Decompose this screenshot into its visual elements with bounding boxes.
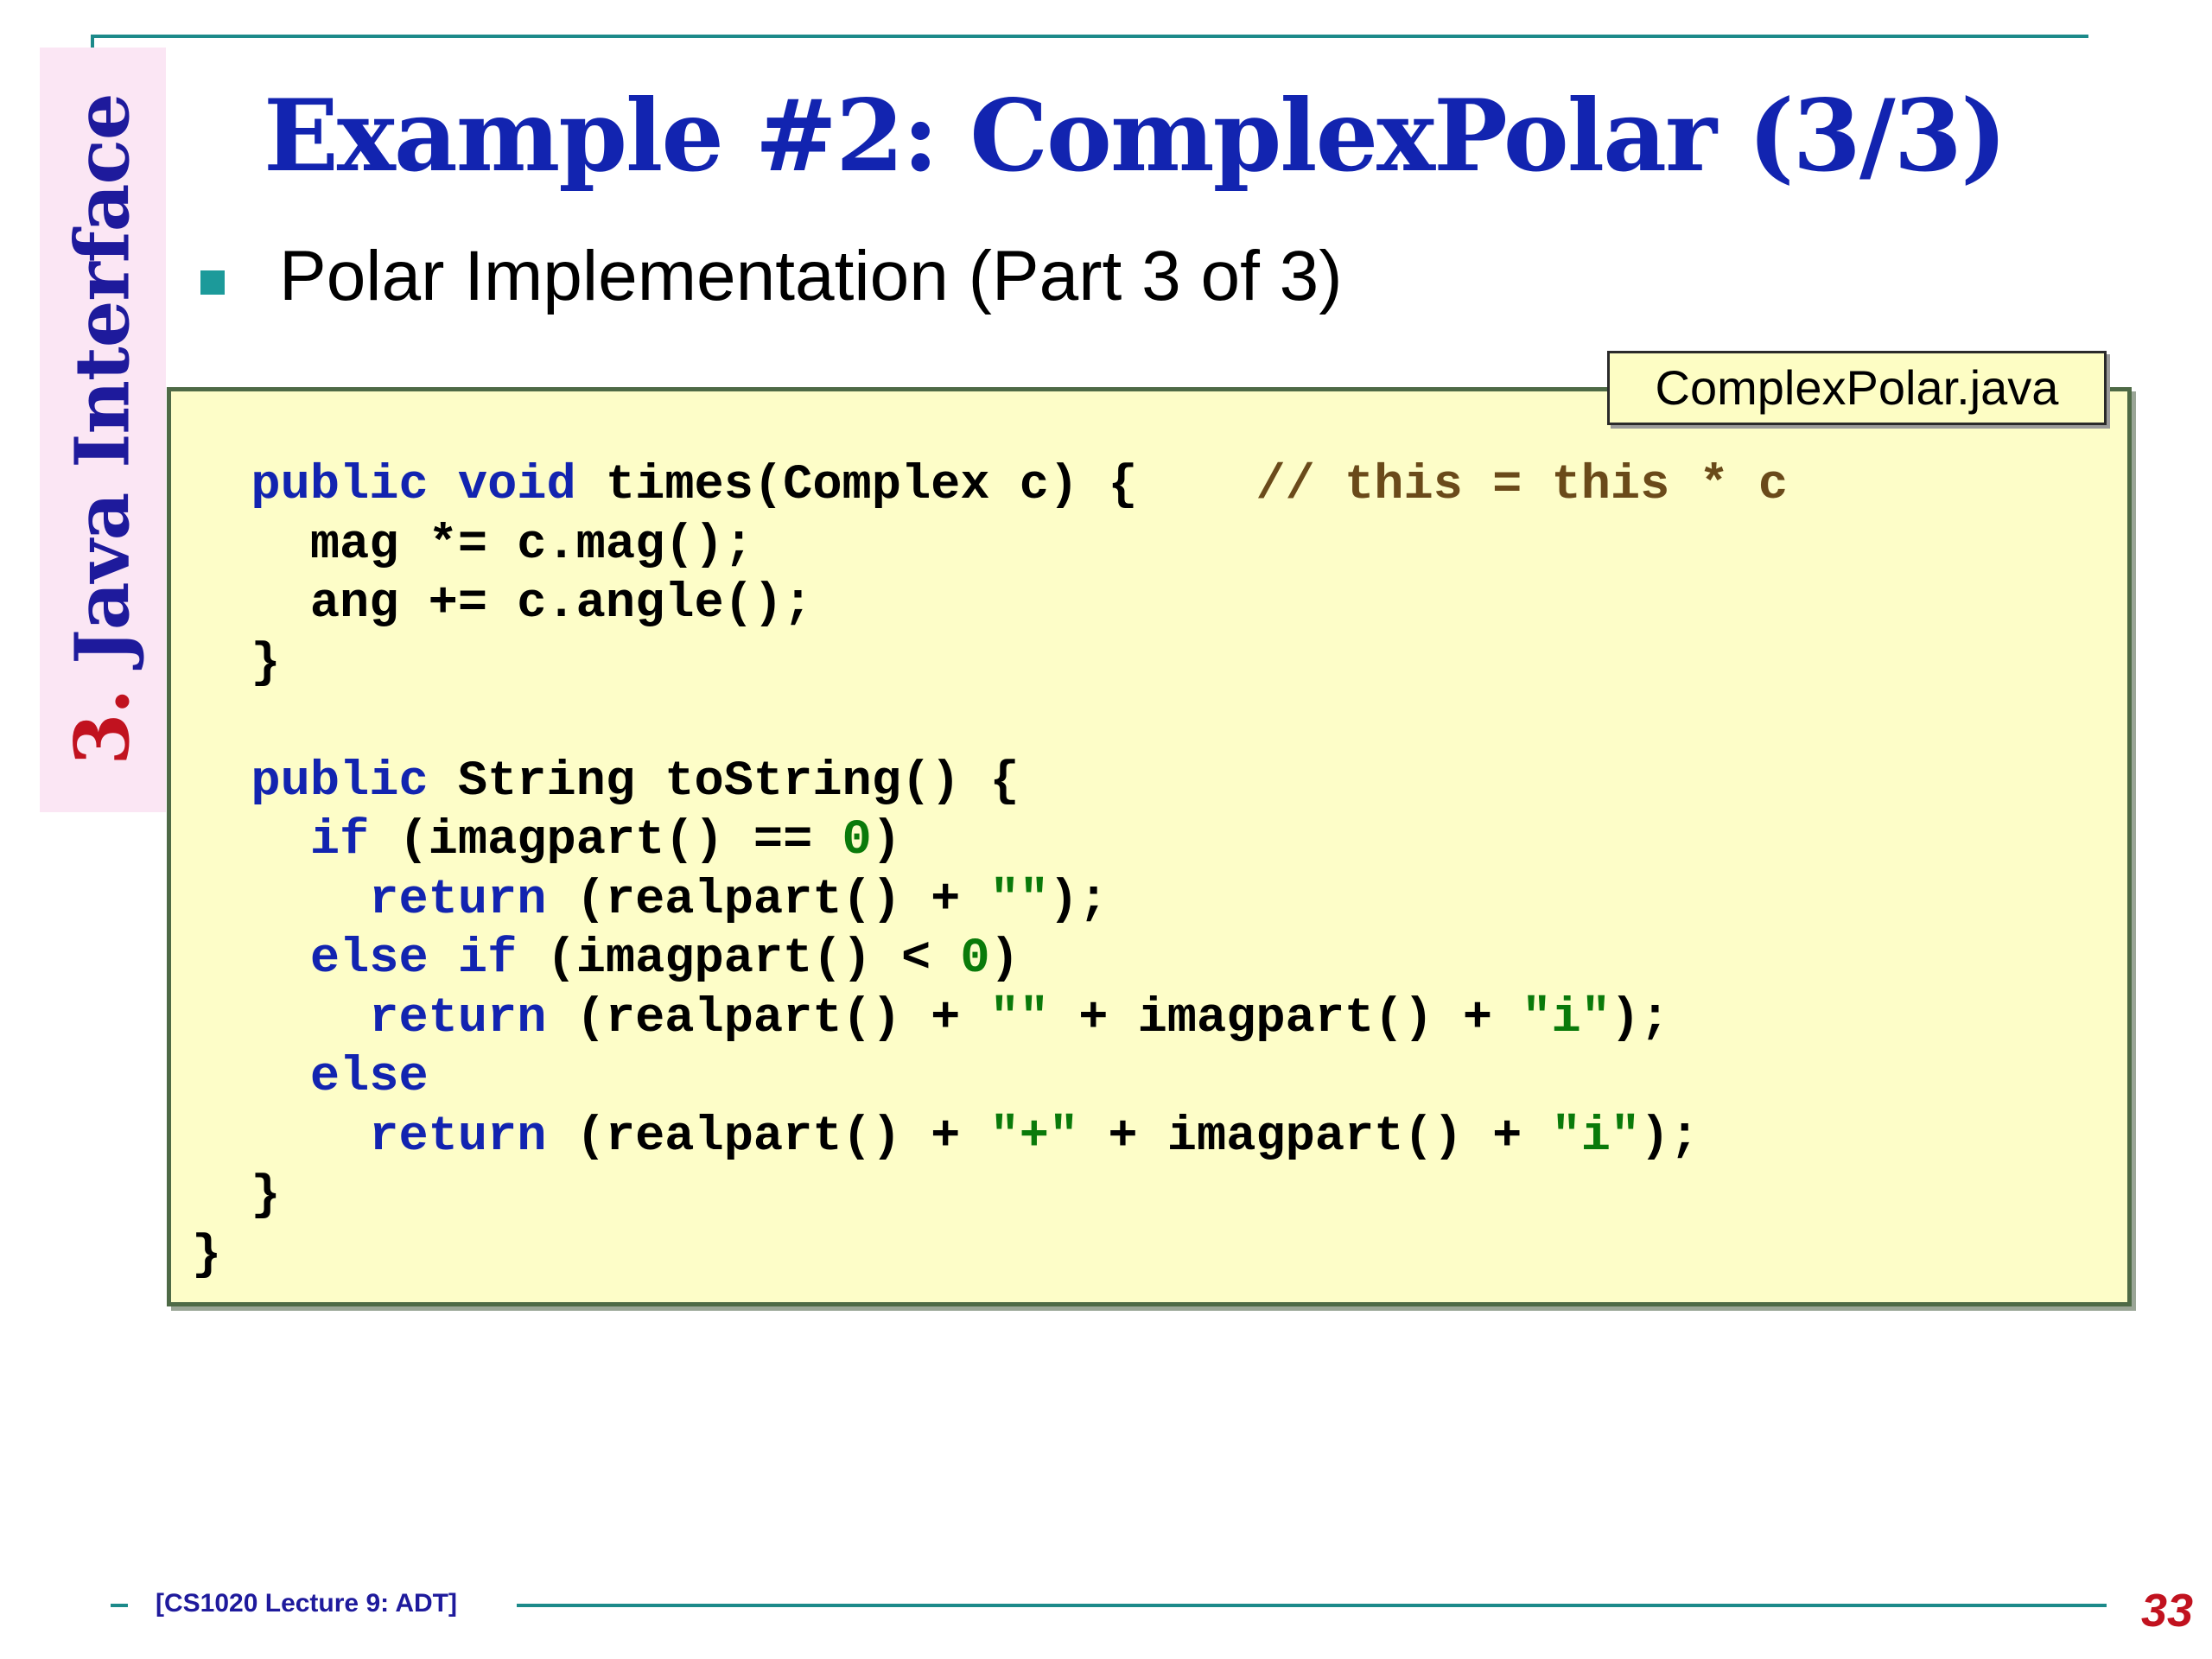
code-line: public String toString() { — [251, 753, 1020, 810]
code-line: mag *= c.mag(); — [192, 517, 753, 573]
section-side-label: 3. Java Interface — [60, 93, 147, 765]
code-line: public void times(Complex c) { // this =… — [251, 458, 1789, 513]
bullet-square-icon — [200, 270, 225, 295]
code-block: public void times(Complex c) { // this =… — [192, 456, 1788, 1285]
footer-text: [CS1020 Lecture 9: ADT] — [156, 1589, 457, 1618]
section-side-tab — [40, 48, 166, 812]
code-line: } — [192, 1168, 281, 1224]
slide-title: Example #2: ComplexPolar (3/3) — [264, 78, 2007, 194]
code-line: return (realpart() + "+" + imagpart() + … — [369, 1109, 1700, 1165]
page-number: 33 — [2141, 1585, 2194, 1637]
code-line: else — [309, 1050, 429, 1105]
bullet-text: Polar Implementation (Part 3 of 3) — [279, 237, 1343, 315]
code-line: if (imagpart() == 0) — [309, 813, 901, 868]
code-line: } — [192, 1227, 222, 1283]
code-box — [167, 387, 2132, 1306]
footer-rule — [517, 1604, 2107, 1607]
footer-dash — [111, 1604, 128, 1607]
section-label: Java Interface — [59, 93, 147, 664]
section-number: 3. — [59, 689, 147, 766]
top-rule — [91, 35, 2088, 38]
code-line: return (realpart() + "" + imagpart() + "… — [369, 990, 1670, 1046]
code-line: ang += c.angle(); — [192, 576, 813, 632]
code-line: return (realpart() + ""); — [369, 872, 1109, 928]
file-label: ComplexPolar.java — [1607, 351, 2107, 425]
code-line: } — [192, 635, 281, 691]
code-line: else if (imagpart() < 0) — [309, 931, 1020, 987]
